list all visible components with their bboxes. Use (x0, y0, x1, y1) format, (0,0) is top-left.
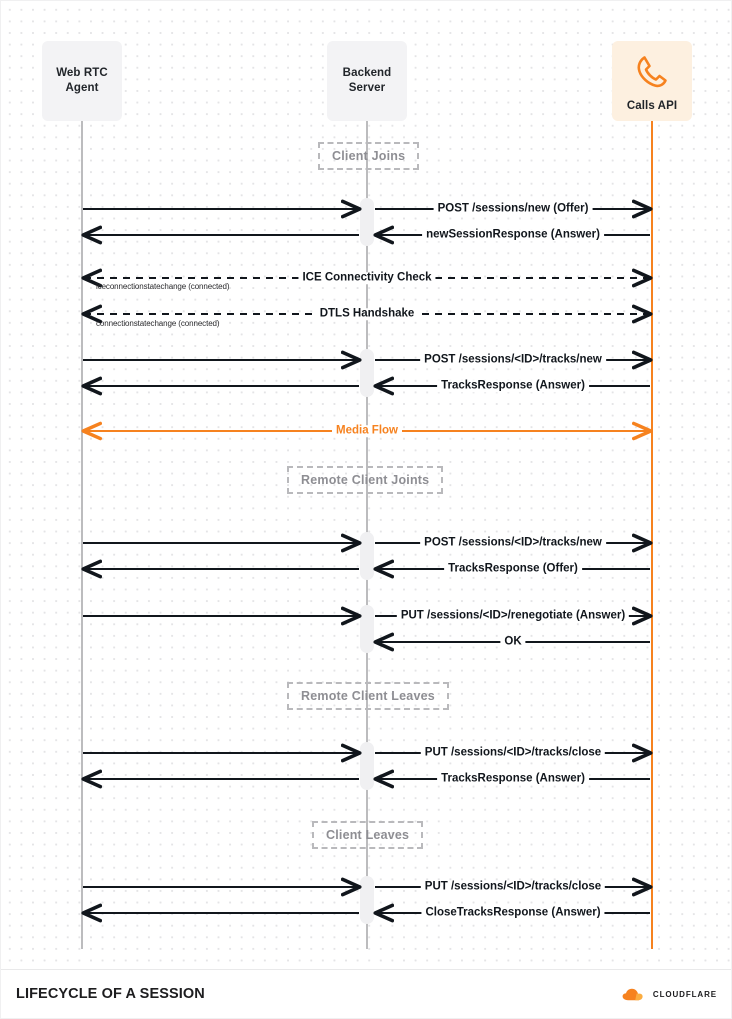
footer-title: LIFECYCLE OF A SESSION (16, 986, 205, 1002)
message-label-m3: ICE Connectivity Check (298, 272, 436, 284)
message-label-m5: POST /sessions/<ID>/tracks/new (420, 354, 606, 366)
actor-web-rtc-agent-line2: Agent (65, 82, 99, 94)
message-label-m2: newSessionResponse (Answer) (422, 229, 604, 241)
lifeline-calls-api (651, 121, 653, 949)
message-label-m12: PUT /sessions/<ID>/tracks/close (420, 747, 606, 759)
lifeline-web-rtc-agent (81, 121, 83, 949)
section-label-remote-client-leaves-text: Remote Client Leaves (301, 689, 435, 703)
section-label-client-leaves-text: Client Leaves (326, 828, 410, 842)
activation-bar-client-leaves (360, 876, 374, 924)
actor-web-rtc-agent-line1: Web RTC (56, 67, 108, 80)
message-label-m11: OK (500, 636, 526, 648)
message-label-m14: PUT /sessions/<ID>/tracks/close (420, 881, 606, 893)
message-label-m4: DTLS Handshake (315, 308, 419, 320)
message-label-m13: TracksResponse (Answer) (437, 773, 589, 785)
section-label-remote-client-joints-text: Remote Client Joints (301, 473, 430, 487)
activation-bar-remote-tracks-new (360, 532, 374, 580)
cloud-icon (622, 988, 643, 1000)
sub-label-ice-connection-state-change: iceconnectionstatechange (connected) (96, 282, 230, 291)
message-label-m9: TracksResponse (Offer) (444, 563, 582, 575)
section-label-remote-client-leaves: Remote Client Leaves (287, 682, 449, 710)
message-label-m8: POST /sessions/<ID>/tracks/new (420, 537, 606, 549)
actor-web-rtc-agent[interactable]: Web RTC Agent (42, 41, 122, 121)
message-label-m6: TracksResponse (Answer) (437, 380, 589, 392)
phone-icon (632, 53, 672, 96)
actor-calls-api-label: Calls API (626, 99, 678, 112)
message-label-m15: CloseTracksResponse (Answer) (421, 907, 605, 919)
message-label-m10: PUT /sessions/<ID>/renegotiate (Answer) (396, 610, 630, 622)
sub-label-connection-state-change: connectionstatechange (connected) (96, 319, 220, 328)
section-label-remote-client-joints: Remote Client Joints (287, 466, 444, 494)
activation-bar-client-joins (360, 198, 374, 246)
section-label-client-joins: Client Joins (318, 142, 420, 170)
footer-divider (1, 969, 731, 970)
activation-bar-renegotiate (360, 605, 374, 653)
cloudflare-wordmark: CLOUDFLARE (652, 989, 717, 999)
message-label-m7: Media Flow (332, 425, 402, 437)
section-label-client-joins-text: Client Joins (332, 149, 406, 163)
activation-bar-remote-client-leaves (360, 742, 374, 790)
message-label-m1: POST /sessions/new (Offer) (433, 203, 593, 215)
actor-calls-api[interactable]: Calls API (612, 41, 692, 121)
cloudflare-logo: CLOUDFLARE (622, 988, 717, 1001)
actor-backend-server[interactable]: Backend Server (327, 41, 407, 121)
section-label-client-leaves: Client Leaves (312, 821, 424, 849)
actor-backend-server-line1: Backend (342, 67, 392, 80)
activation-bar-tracks-new (360, 349, 374, 397)
footer: LIFECYCLE OF A SESSION CLOUDFLARE (1, 970, 731, 1018)
actor-backend-server-line2: Server (348, 82, 386, 94)
